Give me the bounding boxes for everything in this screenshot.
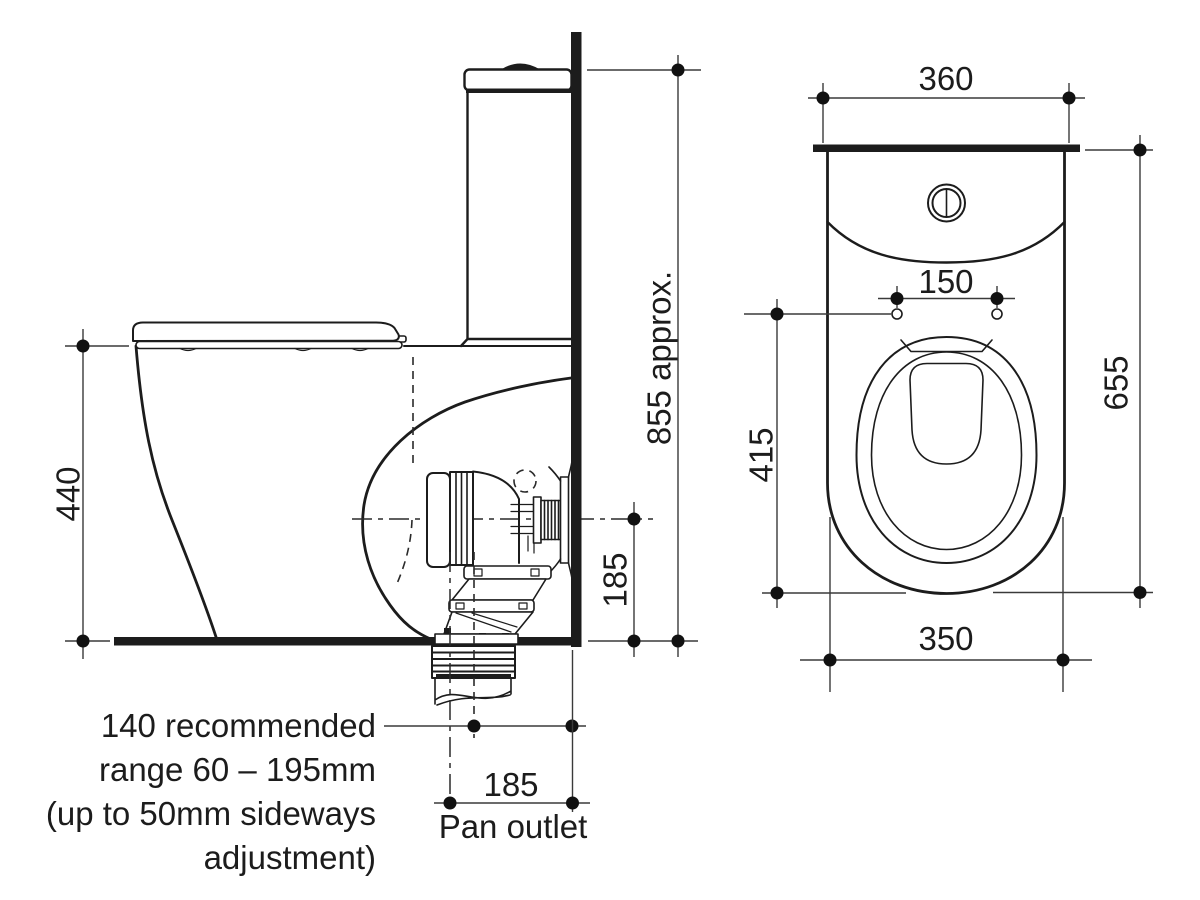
outlet-foot-plate [434,633,519,645]
dim-415-dot-bottom [770,586,784,600]
cistern-side [403,63,573,348]
dim-855-dot-bottom [671,634,685,648]
note-line-3: (up to 50mm sideways [46,795,376,832]
seat-inner-ring [870,351,1023,551]
bracket-tab-2 [530,568,540,577]
dim-185h-dot-left [443,796,457,810]
pan-front-profile [134,344,219,642]
bracket-tab-4 [518,602,528,610]
dim-350-dot-left [823,653,837,667]
plan-dimensions: 360 150 415 655 [743,60,1153,692]
fixing-hole-dashed-circle [513,469,537,493]
seat-lid-inner-shape [909,362,984,465]
side-dimensions: 440 855 approx. 185 185 Pan out [46,55,701,876]
dim-415-label: 415 [743,427,780,482]
dim-185v-label: 185 [597,552,634,607]
cistern-lid-side [463,68,573,92]
flush-button-side [501,63,540,70]
cistern-body-side [459,91,573,348]
outlet-bracket [443,565,552,642]
dim-150-dot-right [990,292,1004,305]
cistern-lid-underline [466,88,572,93]
flush-button-plan [927,183,966,223]
dim-185v-dot-top [627,512,641,526]
dim-150-dot-left [890,292,904,305]
wall-section [571,32,582,647]
bracket-tab-3 [455,602,465,610]
dim-440-label: 440 [50,466,87,521]
seat-bumpers [179,347,369,352]
seat-plan [855,308,1038,564]
outlet-connector [352,460,653,580]
dim-655-dot-top [1133,143,1147,157]
floor-section [114,637,581,646]
dim-855-label: 855 approx. [641,271,678,445]
bowl-inner-dashed-lower [395,519,413,587]
elbow-body [472,470,520,564]
dim-440-dot-bottom [76,634,90,648]
note-line-1: 140 recommended [101,707,376,744]
outlet-collar [436,674,511,679]
side-view: 440 855 approx. 185 185 Pan out [46,32,701,876]
dim-360-dot-left [816,91,830,105]
accordion-ribs [543,499,560,541]
seat-side [132,321,407,352]
dim-415-dot-top [770,307,784,321]
note-line-4: adjustment) [204,839,376,876]
note-line-2: range 60 – 195mm [99,751,376,788]
plan-view: 360 150 415 655 [743,60,1153,692]
cistern-lid-plan [813,144,1080,152]
spigot-cap [426,472,451,568]
pan-outlet-below-floor [431,552,519,806]
dim-185v-dot-bottom [627,634,641,648]
dim-350-dot-right [1056,653,1070,667]
dim-150-label: 150 [918,263,973,300]
setout-note: 140 recommended range 60 – 195mm (up to … [46,707,376,876]
spigot-rib-lines [455,471,468,566]
outlet-pipe-break [434,678,512,706]
pan-side [134,344,573,642]
wall-flange-flares [548,460,573,580]
seat-lid-side [132,321,400,342]
wall-flange-plate [559,476,570,564]
dim-185h-dot-right [566,796,579,810]
hinge-hole-left [891,308,903,320]
clamp-rods [510,503,537,554]
bracket-taper-lower [443,611,534,635]
dim-855-dot-top [671,63,685,77]
dim-655-dot-bottom [1133,586,1147,599]
seat-ring-side [135,340,403,350]
pan-outlet-label: Pan outlet [439,808,588,845]
dim-140-dot-left [467,719,481,733]
hinge-hole-right [991,308,1003,320]
bowl-trap-profile [361,376,573,642]
seat-outer-ring [855,336,1038,564]
dim-655-label: 655 [1098,355,1135,410]
cistern-front-curve [826,220,1066,264]
dim-360-dot-right [1062,91,1076,105]
bracket-tab-1 [473,568,483,577]
bracket-diagonals [455,612,518,633]
dim-440-dot-top [76,339,90,353]
clamp-plate [532,496,542,544]
dim-360-label: 360 [918,60,973,97]
bracket-taper-upper [451,578,547,601]
dim-185h-label: 185 [483,766,538,803]
dim-350-label: 350 [918,620,973,657]
